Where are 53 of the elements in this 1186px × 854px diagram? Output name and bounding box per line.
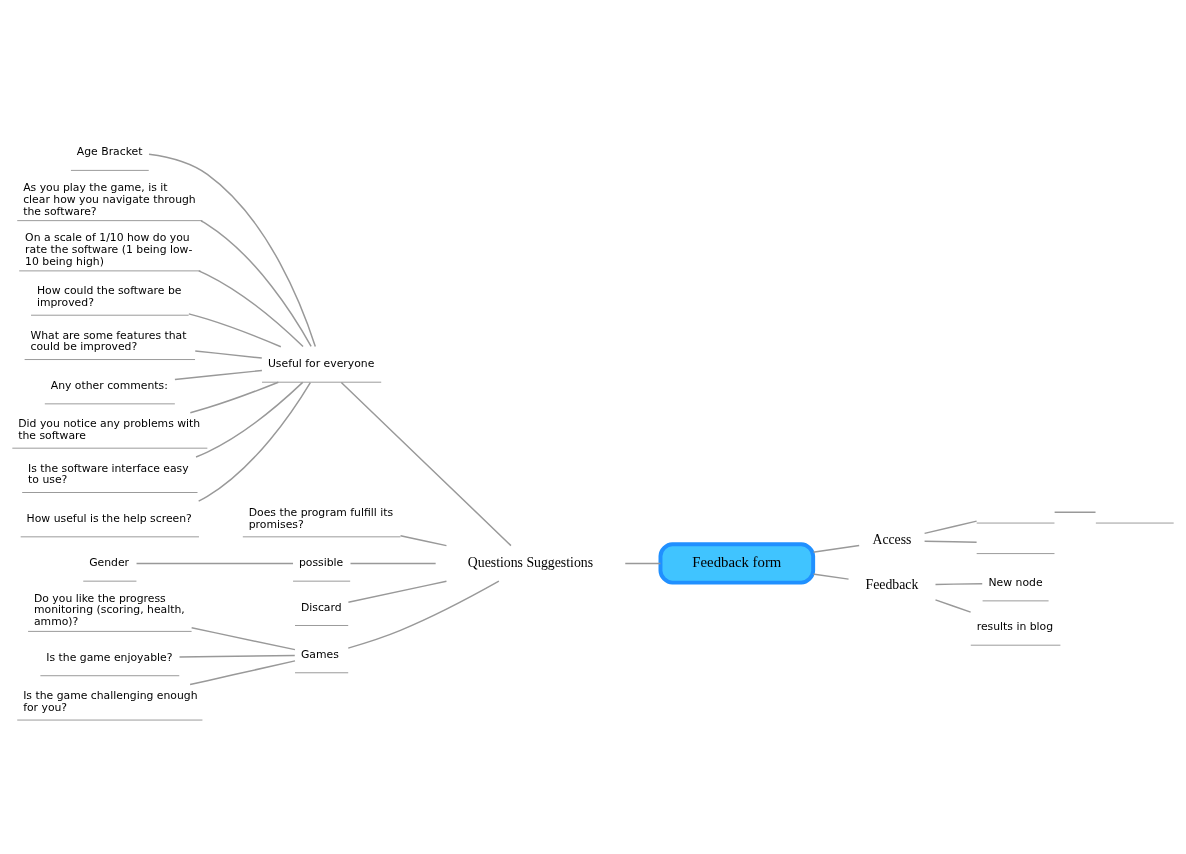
node-text: As you play the game, is it clear how you navigate through the software? bbox=[23, 180, 196, 218]
connector bbox=[135, 562, 294, 564]
node-text: Games bbox=[300, 647, 339, 661]
connector bbox=[197, 381, 312, 502]
connector bbox=[148, 153, 317, 347]
node-text: Gender bbox=[89, 555, 130, 569]
node-text: Is the software interface easy to use? bbox=[28, 461, 189, 486]
node-text: How could the software be improved? bbox=[36, 283, 182, 309]
connector bbox=[934, 582, 983, 585]
connector bbox=[195, 381, 304, 458]
node-text: Does the program fulfill its promises? bbox=[248, 505, 394, 531]
connector bbox=[349, 562, 437, 564]
connector bbox=[189, 380, 280, 413]
connector bbox=[178, 654, 296, 658]
node-text: Access bbox=[872, 531, 912, 547]
node-text: What are some features that could be improved? bbox=[30, 328, 187, 353]
node-text: possible bbox=[298, 555, 344, 569]
node-text: results in blog bbox=[976, 619, 1054, 633]
node-text: Do you like the progress monitoring (scoring, health, ammo)? bbox=[33, 591, 185, 628]
connector bbox=[624, 562, 662, 564]
node-box: Feedback form bbox=[658, 541, 816, 585]
node-text: Is the game enjoyable? bbox=[46, 650, 173, 664]
node-text: Is the game challenging enough for you? bbox=[23, 688, 198, 714]
connector bbox=[923, 519, 978, 534]
node-text: Any other comments: bbox=[50, 378, 168, 392]
node-text: Discard bbox=[300, 600, 342, 614]
node-text: Useful for everyone bbox=[267, 356, 375, 370]
node-text: Did you notice any problems with the software bbox=[18, 416, 201, 442]
node-text: Questions Suggestions bbox=[467, 554, 594, 570]
node-text: On a scale of 1/10 how do you rate the software (1 being low- 10 being high) bbox=[25, 230, 193, 268]
connector bbox=[812, 544, 860, 553]
connector bbox=[198, 269, 304, 347]
connector bbox=[190, 626, 296, 650]
connector bbox=[194, 349, 263, 359]
node-text: How useful is the help screen? bbox=[26, 511, 192, 525]
connector bbox=[200, 219, 312, 347]
connector bbox=[340, 381, 512, 546]
node-text: Age Bracket bbox=[76, 144, 143, 158]
connector bbox=[399, 534, 448, 546]
connector bbox=[934, 598, 972, 613]
connector bbox=[923, 540, 978, 543]
connector bbox=[1053, 510, 1097, 513]
node-bar bbox=[976, 552, 1055, 554]
connector bbox=[174, 369, 263, 380]
node-bar bbox=[976, 522, 1055, 524]
connector bbox=[347, 580, 448, 603]
connector bbox=[347, 580, 500, 649]
connector bbox=[189, 659, 296, 685]
connector bbox=[812, 572, 850, 580]
node-text: Feedback bbox=[865, 576, 919, 592]
connector bbox=[188, 312, 282, 347]
node-bar bbox=[1095, 522, 1175, 524]
node-text: New node bbox=[988, 575, 1043, 589]
